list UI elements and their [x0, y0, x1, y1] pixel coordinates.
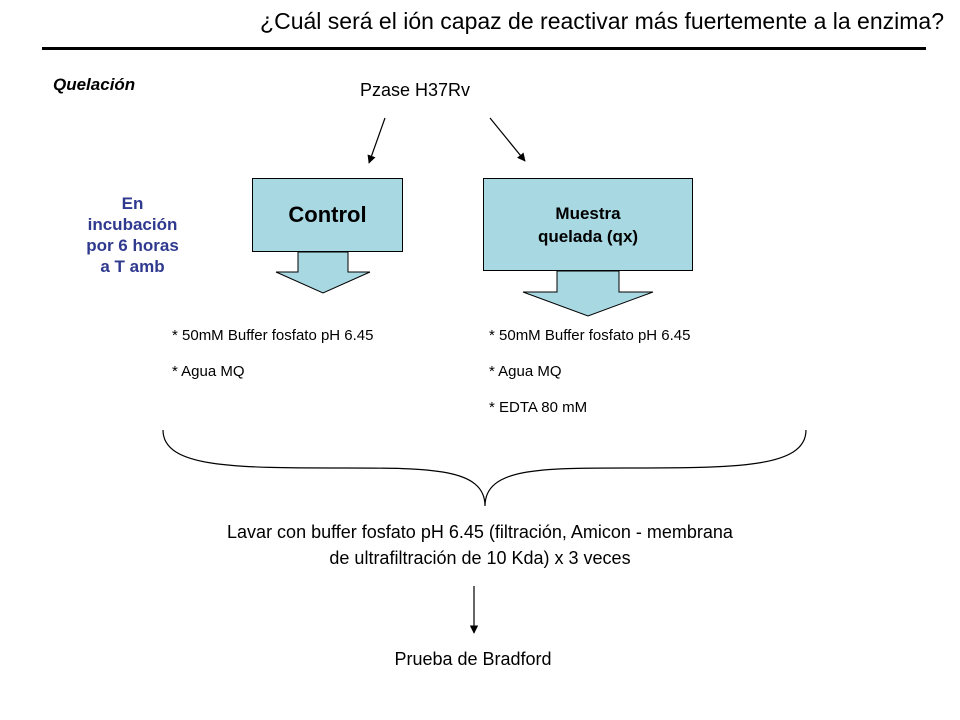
wash-step: Lavar con buffer fosfato pH 6.45 (filtra… [100, 519, 860, 571]
sample-component: * Agua MQ [489, 363, 562, 380]
control-component: * 50mM Buffer fosfato pH 6.45 [172, 327, 374, 344]
arrow-to-sample [489, 117, 526, 162]
final-step: Prueba de Bradford [394, 649, 552, 669]
sample-box: Muestra quelada (qx) [483, 178, 693, 271]
sample-block-arrow [522, 270, 654, 317]
sample-label-line: quelada (qx) [537, 226, 639, 246]
sample-label-line: Muestra [555, 203, 621, 223]
incubation-note-line: incubación [87, 215, 178, 234]
control-box: Control [252, 178, 403, 252]
arrow-to-control [367, 117, 386, 164]
sample-component: * 50mM Buffer fosfato pH 6.45 [489, 327, 691, 344]
control-label: Control [288, 202, 367, 227]
incubation-note-line: por 6 horas [86, 236, 179, 255]
wash-step-line: Lavar con buffer fosfato pH 6.45 (filtra… [227, 522, 733, 542]
incubation-note-line: a T amb [100, 257, 165, 276]
incubation-note-line: En [121, 194, 144, 213]
slide-title: ¿Cuál será el ión capaz de reactivar más… [260, 8, 944, 34]
control-components: * 50mM Buffer fosfato pH 6.45 * Agua MQ [172, 318, 374, 390]
section-label: Quelación [53, 75, 136, 94]
source-label: Pzase H37Rv [360, 80, 471, 100]
sample-component: * EDTA 80 mM [489, 399, 588, 416]
control-block-arrow [275, 251, 371, 294]
title-rule [42, 47, 926, 50]
control-component: * Agua MQ [172, 363, 245, 380]
incubation-note: En incubación por 6 horas a T amb [60, 193, 205, 277]
grouping-brace [162, 429, 807, 507]
sample-components: * 50mM Buffer fosfato pH 6.45 * Agua MQ … [489, 318, 691, 426]
wash-step-line: de ultrafiltración de 10 Kda) x 3 veces [329, 548, 631, 568]
